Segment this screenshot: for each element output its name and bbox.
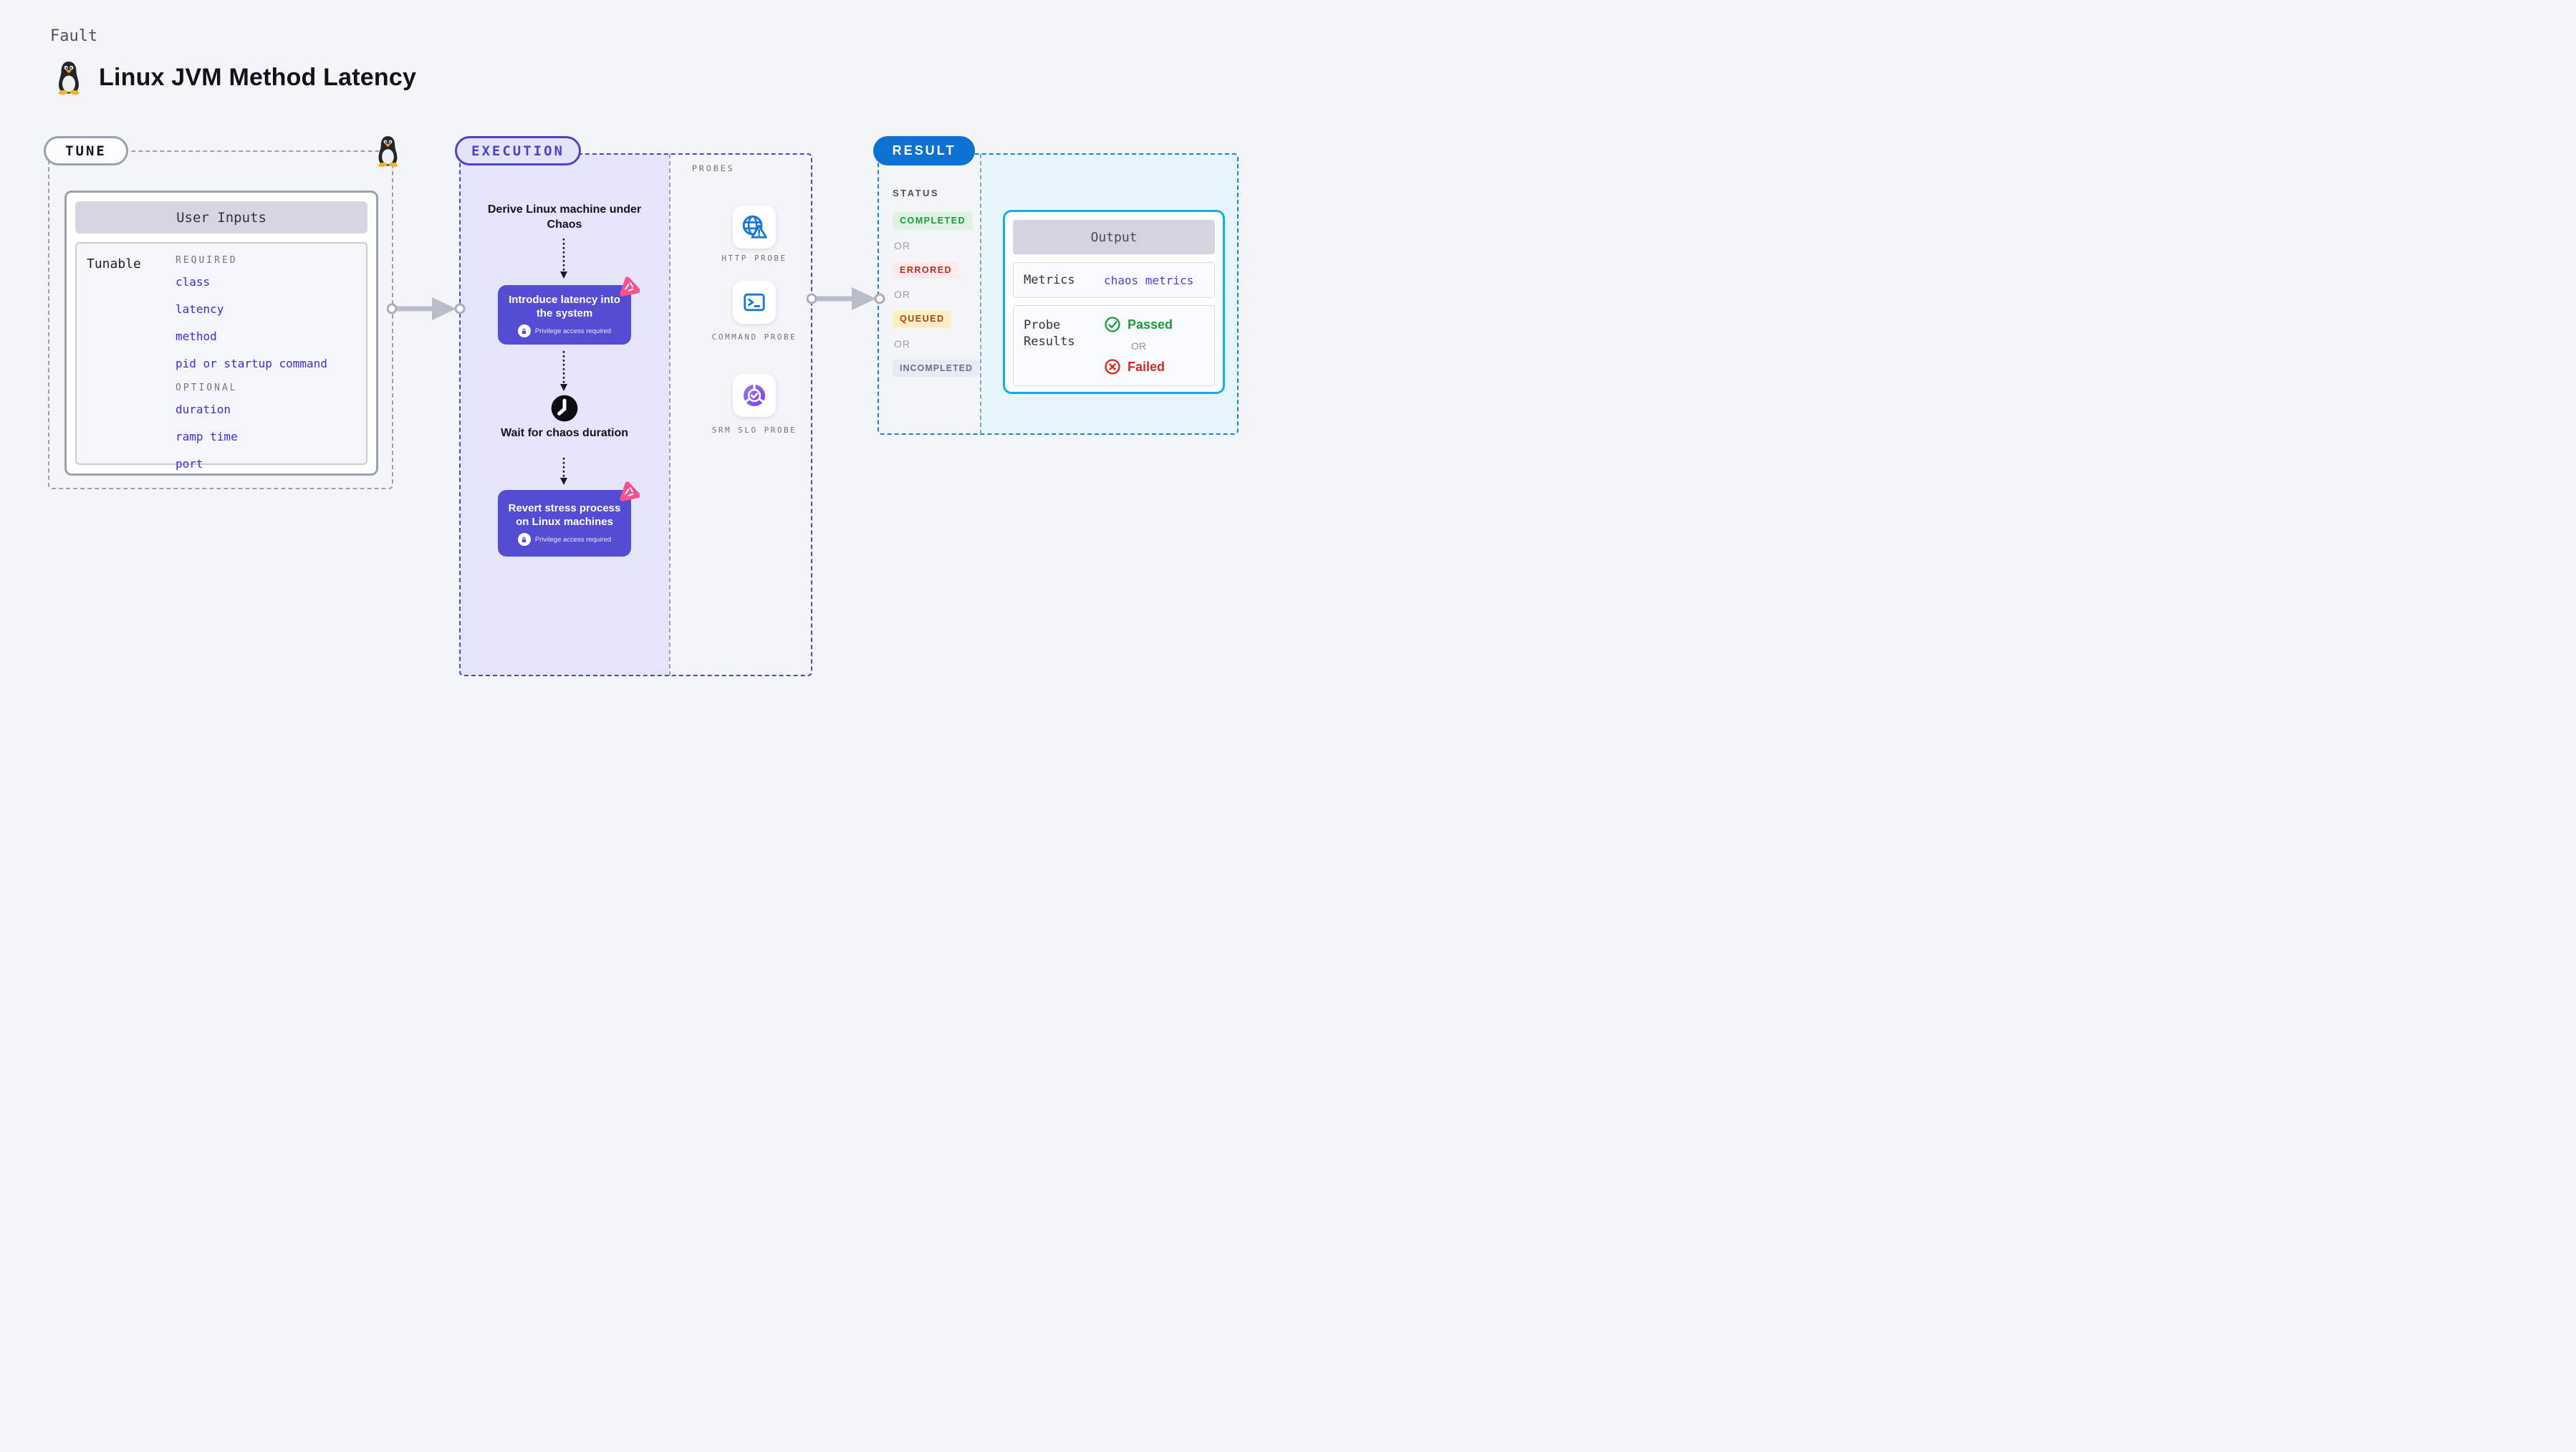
result-section-pill: RESULT	[873, 136, 975, 165]
tunable-item: pid or startup command	[176, 357, 327, 370]
output-card: Output Metrics chaos metrics Probe Resul…	[1003, 210, 1225, 394]
or-label: OR	[1131, 340, 1146, 352]
tunable-item: latency	[176, 302, 224, 316]
output-header: Output	[1013, 220, 1215, 254]
status-badge-queued: QUEUED	[893, 310, 952, 328]
tunable-row: Tunable REQUIRED class latency method pi…	[75, 242, 367, 470]
flow-dotted-arrow	[560, 457, 567, 485]
metrics-row: Metrics chaos metrics	[1013, 262, 1215, 298]
probe-results-row: Probe Results Passed OR Faile	[1013, 305, 1215, 386]
tune-section-pill: TUNE	[44, 136, 128, 165]
wait-step-text: Wait for chaos duration	[500, 427, 629, 439]
metrics-label: Metrics	[1024, 273, 1075, 287]
http-probe-label: HTTP PROBE	[721, 254, 787, 263]
flow-dotted-arrow	[560, 350, 567, 391]
introduce-latency-step-button[interactable]: Introduce latency into the system Privil…	[498, 277, 640, 345]
command-probe-card[interactable]	[733, 281, 776, 324]
tune-to-execution-arrow	[387, 297, 466, 320]
status-header: STATUS	[893, 188, 940, 198]
execution-to-result-arrow	[807, 287, 885, 310]
user-inputs-header: User Inputs	[75, 201, 367, 234]
status-badge-incompleted: INCOMPLETED	[893, 359, 980, 377]
tunable-item: method	[176, 330, 217, 343]
privilege-row: Privilege access required	[504, 533, 625, 546]
metrics-value: chaos metrics	[1104, 273, 1194, 287]
slo-pie-check-icon	[743, 383, 766, 407]
tunable-item: port	[176, 457, 203, 471]
srm-slo-probe-label: SRM SLO PROBE	[711, 425, 797, 435]
optional-group-label: OPTIONAL	[176, 383, 238, 393]
tunable-label: Tunable	[87, 256, 141, 271]
page-title: Linux JVM Method Latency	[99, 63, 417, 91]
wait-clock-icon	[550, 394, 579, 423]
globe-warning-icon	[742, 215, 767, 239]
or-label: OR	[894, 337, 910, 350]
privilege-note: Privilege access required	[534, 535, 612, 544]
failed-x-icon	[1105, 359, 1120, 375]
probe-results-label: Probe Results	[1024, 318, 1075, 349]
status-badge-completed: COMPLETED	[893, 212, 973, 230]
execution-section-pill: EXECUTION	[455, 136, 581, 165]
command-probe-label: COMMAND PROBE	[711, 332, 797, 342]
execution-section-box	[459, 153, 812, 676]
required-group-label: REQUIRED	[176, 255, 238, 266]
fault-diagram-page: Fault Linux JVM Method Latency TUNE User…	[0, 0, 1288, 726]
privilege-note: Privilege access required	[534, 327, 612, 335]
or-label: OR	[894, 239, 910, 251]
linux-tux-small-icon	[378, 136, 398, 167]
probes-header: PROBES	[692, 163, 735, 173]
passed-check-icon	[1105, 317, 1120, 332]
privilege-row: Privilege access required	[504, 324, 625, 337]
terminal-icon	[744, 293, 765, 312]
derive-step-text: Derive Linux machine under Chaos	[487, 203, 642, 231]
status-badge-errored: ERRORED	[893, 261, 960, 279]
chaos-fault-icon	[620, 481, 640, 501]
passed-label: Passed	[1128, 317, 1173, 332]
lock-icon	[517, 533, 531, 546]
tune-section-box	[48, 150, 393, 489]
fault-kicker: Fault	[50, 27, 98, 45]
or-label: OR	[894, 289, 910, 300]
revert-stress-label: Revert stress process on Linux machines	[508, 502, 621, 528]
tunable-item: duration	[176, 403, 231, 416]
status-divider	[980, 154, 981, 434]
probes-divider	[669, 154, 671, 675]
linux-tux-icon	[58, 62, 80, 95]
http-probe-card[interactable]	[733, 206, 776, 249]
srm-slo-probe-card[interactable]	[733, 374, 776, 417]
flow-dotted-arrow	[560, 238, 567, 279]
tunable-list: REQUIRED class latency method pid or sta…	[176, 255, 327, 470]
tunable-item: class	[176, 275, 211, 289]
revert-stress-step-button[interactable]: Revert stress process on Linux machines …	[498, 481, 640, 557]
chaos-fault-icon	[620, 277, 640, 297]
status-column: STATUS COMPLETED OR ERRORED OR QUEUED OR…	[893, 188, 980, 377]
probe-results-values: Passed OR Failed	[1104, 306, 1173, 385]
failed-label: Failed	[1128, 359, 1166, 374]
tunable-item: ramp time	[176, 430, 238, 443]
introduce-latency-label: Introduce latency into the system	[509, 294, 620, 319]
page-title-row: Linux JVM Method Latency	[54, 60, 416, 95]
lock-icon	[517, 324, 531, 337]
user-inputs-table: User Inputs Tunable REQUIRED class laten…	[64, 191, 378, 476]
